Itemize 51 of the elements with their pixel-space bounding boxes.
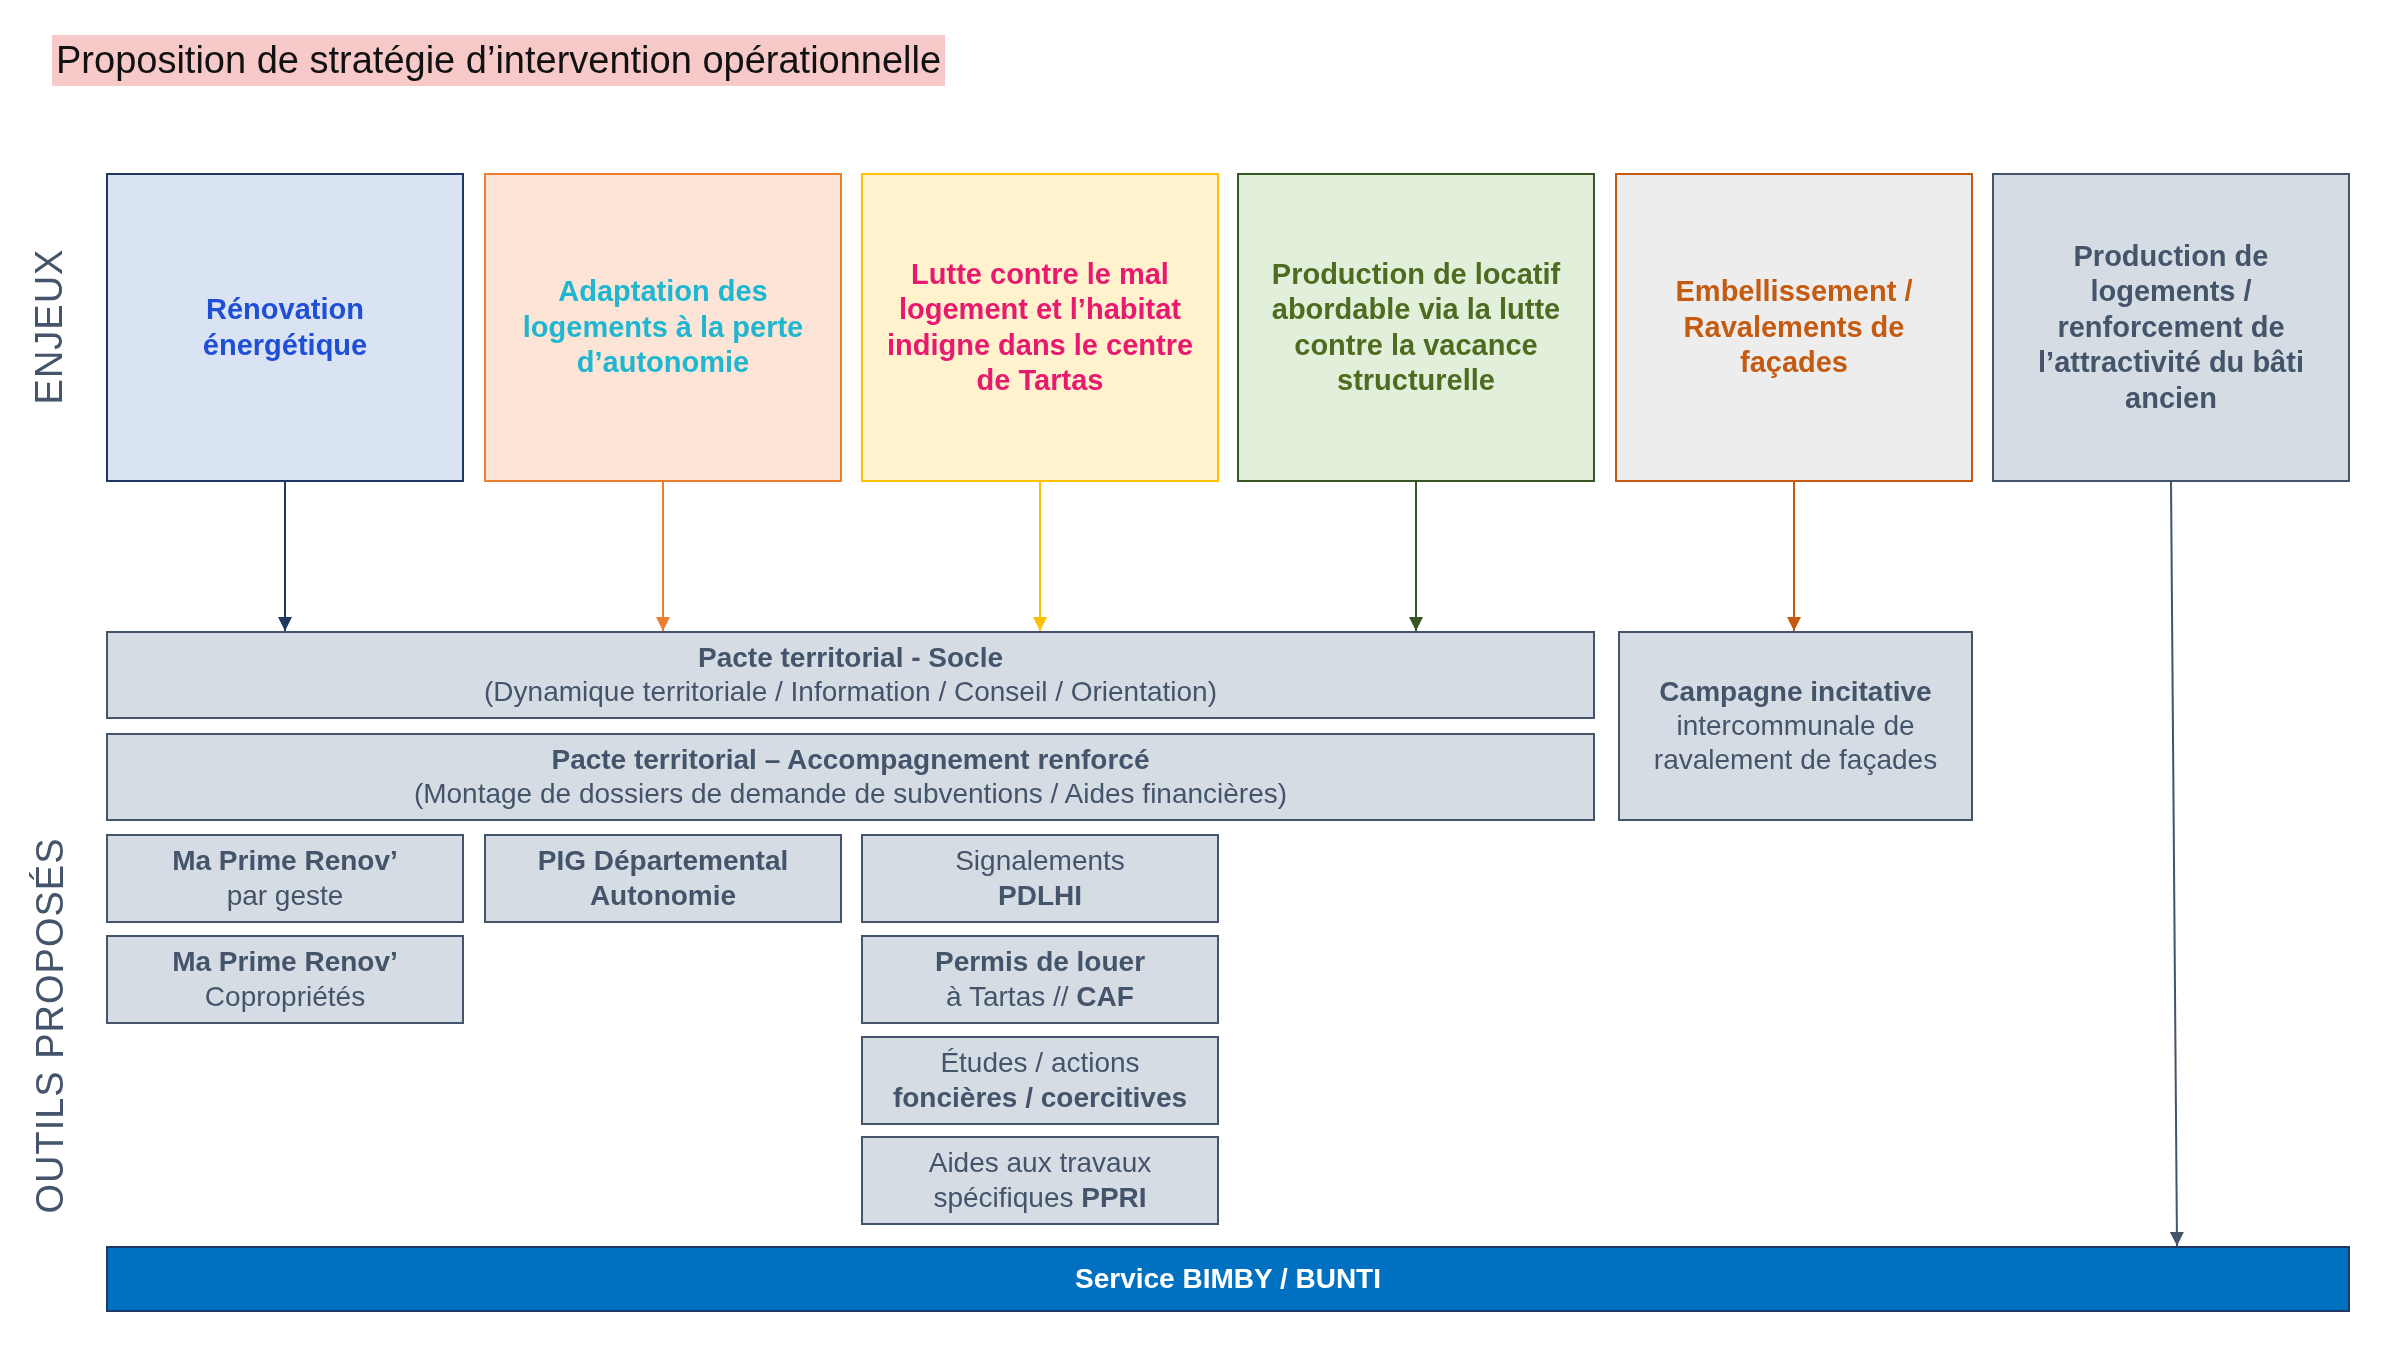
tool-box (861, 1136, 1219, 1225)
arrow (278, 481, 292, 632)
node-text: Embellissement / Ravalements de façades (1674, 274, 1914, 381)
node-text: (Dynamique territoriale / Information / Conseil / Orientation) (484, 675, 1217, 709)
tool-box (1618, 631, 1973, 821)
node-text: Campagne incitative (1659, 674, 1932, 709)
issue-box (861, 173, 1219, 482)
arrow (2169, 481, 2184, 1247)
arrow (1787, 481, 1801, 632)
node-text: Permis de louer (934, 945, 1146, 980)
node-text: Lutte contre le mal logement et l’habitat indigne dans le centre de Tartas (885, 256, 1195, 398)
issue-box (484, 173, 842, 482)
node-text: Service BIMBY / BUNTI (1075, 1261, 1381, 1296)
node-text: Ma Prime Renov’ (172, 945, 398, 980)
service-bar (106, 1246, 2350, 1312)
issue-box (106, 173, 464, 482)
node-text: Adaptation des logements à la perte d’autonomie (521, 274, 805, 381)
node-text: Pacte territorial – Accompagnement renforcé (551, 742, 1150, 777)
node-text: PIG Départemental Autonomie (536, 844, 790, 913)
issue-box (1237, 173, 1595, 482)
section-label: OUTILS PROPOSÉS (28, 836, 72, 1214)
node-text: Production de locatif abordable via la lutte contre la vacance structurelle (1270, 256, 1562, 398)
tool-box (106, 733, 1595, 821)
tool-box (106, 834, 464, 923)
tool-box (861, 935, 1219, 1024)
tool-box (106, 631, 1595, 719)
tool-box (861, 834, 1219, 923)
node-text: par geste (226, 878, 344, 913)
node-text: Aides aux travaux spécifiques PPRI (927, 1146, 1153, 1215)
arrow (1033, 481, 1047, 632)
issue-box (1992, 173, 2350, 482)
node-text: PDLHI (998, 878, 1082, 913)
node-text: Signalements (955, 844, 1125, 879)
node-text: Études / actions (940, 1046, 1140, 1081)
node-text: Ma Prime Renov’ (172, 844, 398, 879)
node-text: foncières / coercitives (892, 1080, 1188, 1115)
tool-box (484, 834, 842, 923)
issue-box (1615, 173, 1973, 482)
tool-box (106, 935, 464, 1024)
node-text: à Tartas // CAF (946, 979, 1134, 1014)
arrow (1409, 481, 1423, 632)
section-label: ENJEUX (28, 248, 72, 404)
arrow (656, 481, 670, 632)
node-text: Rénovation énergétique (201, 292, 369, 363)
node-text: intercommunale de ravalement de façades (1652, 708, 1939, 778)
node-text: Production de logements / renforcement de l’attractivité du bâti ancien (2037, 239, 2305, 416)
node-text: (Montage de dossiers de demande de subventions / Aides financières) (413, 777, 1288, 811)
node-text: Pacte territorial - Socle (698, 640, 1003, 675)
node-text: Copropriétés (204, 979, 366, 1014)
title: Proposition de stratégie d’intervention opérationnelle (52, 35, 946, 86)
tool-box (861, 1036, 1219, 1125)
